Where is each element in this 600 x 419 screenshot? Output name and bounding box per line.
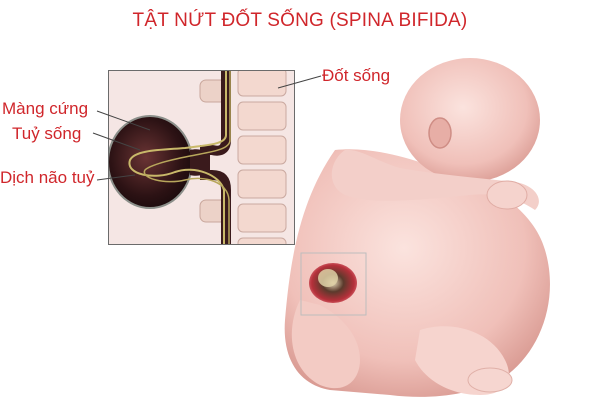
label-spinal-cord: Tuỷ sống	[12, 124, 82, 143]
pointer-spinal-cord	[92, 132, 141, 151]
cross-section-inset	[108, 70, 295, 245]
label-dura: Màng cứng	[2, 99, 89, 118]
pointer-vertebra	[277, 75, 322, 89]
diagram-title: TẬT NỨT ĐỐT SỐNG (SPINA BIFIDA)	[132, 10, 468, 31]
pointer-lines	[92, 75, 322, 181]
baby-figure	[284, 58, 550, 397]
label-csf: Dịch não tuỷ	[0, 168, 95, 187]
label-vertebra: Đốt sống	[322, 66, 391, 85]
pointer-csf	[96, 174, 136, 181]
pointer-dura	[96, 110, 151, 131]
